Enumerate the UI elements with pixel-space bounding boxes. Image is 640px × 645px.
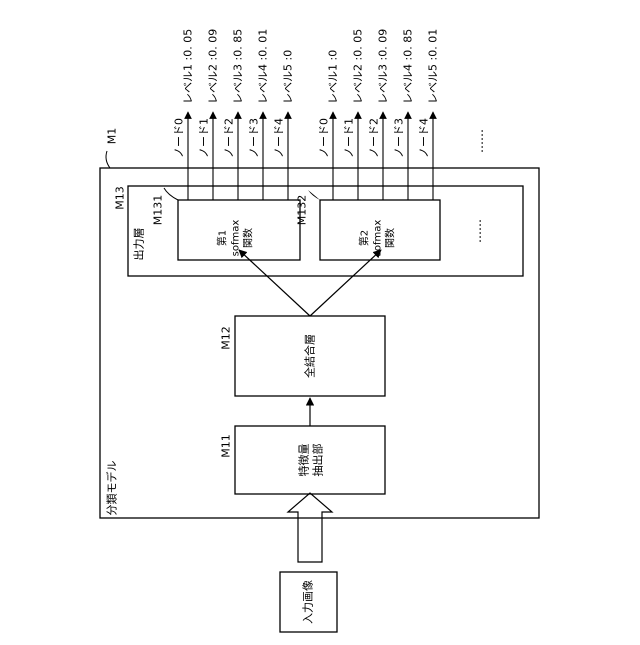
softmax1-ref: M131 <box>152 195 165 226</box>
ellipsis-output-layer: …… <box>470 219 484 243</box>
level-output-2-3: レベル4 :0. 85 <box>402 29 415 104</box>
softmax2-ref-leader <box>308 190 320 200</box>
level-output-1-0: レベル1 :0. 05 <box>182 29 195 104</box>
node-label-1-0: ノード0 <box>173 118 186 158</box>
feature-extraction-ref: M11 <box>220 434 233 458</box>
fully-connected-ref: M12 <box>220 326 233 350</box>
output-layer-ref: M13 <box>114 186 127 210</box>
classification-model-label: 分類モデル <box>105 461 119 516</box>
feature-extraction-line1: 特徴量 <box>297 444 311 477</box>
fully-connected-label: 全結合層 <box>303 334 317 378</box>
softmax1-line2: sofmax <box>231 220 242 257</box>
level-output-1-4: レベル5 :0 <box>282 50 295 104</box>
level-output-1-3: レベル4 :0. 01 <box>257 29 270 104</box>
feature-extraction-line2: 抽出部 <box>311 444 325 477</box>
node-label-2-2: ノード2 <box>368 118 381 158</box>
input-image-label: 入力画像 <box>302 580 315 624</box>
model-ref-label: M1 <box>106 128 119 145</box>
output-layer-label: 出力層 <box>132 228 146 261</box>
level-output-1-2: レベル3 :0. 85 <box>232 29 245 104</box>
node-label-1-2: ノード2 <box>223 118 236 158</box>
softmax1-ref-leader <box>164 188 178 200</box>
level-output-1-1: レベル2 :0. 09 <box>207 29 220 104</box>
softmax2-line2: sofmax <box>373 220 384 257</box>
node-label-1-3: ノード3 <box>248 118 261 158</box>
model-ref-leader <box>106 151 110 168</box>
softmax1-line1: 第1 <box>216 230 229 246</box>
input-arrow <box>288 493 332 562</box>
node-label-2-4: ノード4 <box>418 118 431 158</box>
level-output-2-0: レベル1 :0 <box>327 50 340 104</box>
node-label-2-3: ノード3 <box>393 118 406 158</box>
output-nodes-group: ノード0 レベル1 :0. 05 ノード1 レベル2 :0. 09 ノード2 レベル3 :… <box>173 29 440 200</box>
softmax1-line3: 関数 <box>242 228 255 248</box>
level-output-2-1: レベル2 :0. 05 <box>352 29 365 104</box>
softmax2-ref: M132 <box>296 195 309 226</box>
level-output-2-4: レベル5 :0. 01 <box>427 29 440 104</box>
node-label-2-0: ノード0 <box>318 118 331 158</box>
node-label-2-1: ノード1 <box>343 118 356 158</box>
softmax2-line1: 第2 <box>358 230 371 246</box>
node-label-1-1: ノード1 <box>198 118 211 158</box>
softmax2-line3: 関数 <box>384 228 397 248</box>
ellipsis-outputs: …… <box>472 129 486 153</box>
level-output-2-2: レベル3 :0. 09 <box>377 29 390 104</box>
node-label-1-4: ノード4 <box>273 118 286 158</box>
